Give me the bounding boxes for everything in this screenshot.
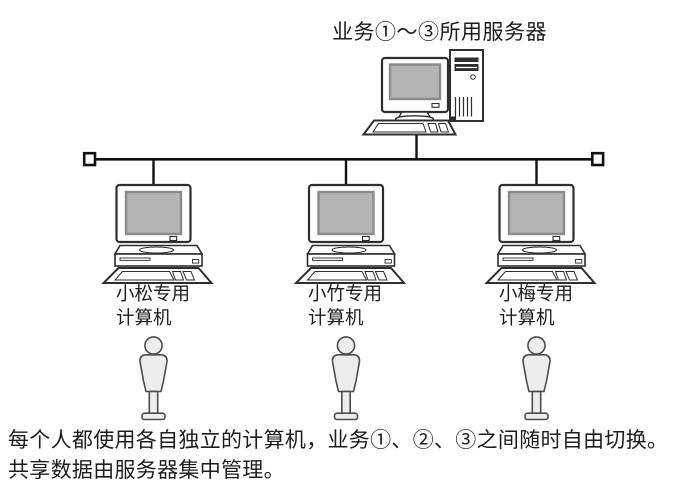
server-tower	[449, 49, 484, 122]
caption-line-2: 共享数据由服务器集中管理。	[8, 457, 285, 482]
client-label-1-line1: 小松专用	[116, 285, 191, 305]
client-label-3: 小梅专用 计算机	[499, 284, 573, 331]
client-label-3-line1: 小梅专用	[499, 285, 574, 305]
client-label-1: 小松专用 计算机	[116, 284, 190, 331]
server-keyboard	[361, 119, 458, 136]
person-figure-icon-2	[331, 336, 361, 421]
person-figure-icon-3	[522, 336, 551, 421]
caption-line-1: 每个人都使用各自独立的计算机，业务①、②、③之间随时自由切换。	[8, 428, 669, 452]
server-computer-icon	[361, 49, 484, 136]
client-label-2-line2: 计算机	[308, 308, 364, 329]
client-label-3-line2: 计算机	[499, 308, 555, 329]
client-label-1-line2: 计算机	[116, 308, 172, 329]
bus-terminator-right-icon	[590, 151, 605, 167]
bus-terminator-left-icon	[82, 151, 97, 167]
client-label-2-line1: 小竹专用	[308, 285, 383, 305]
server-monitor	[380, 56, 450, 123]
person-figure-icon-1	[139, 336, 168, 421]
server-label: 业务①～③所用服务器	[332, 20, 547, 44]
client-label-2: 小竹专用 计算机	[308, 284, 382, 331]
client-computer-icon-2	[294, 183, 406, 285]
caption: 每个人都使用各自独立的计算机，业务①、②、③之间随时自由切换。 共享数据由服务器…	[8, 426, 668, 485]
client-computer-icon-1	[102, 183, 213, 285]
client-computer-icon-3	[485, 183, 596, 285]
